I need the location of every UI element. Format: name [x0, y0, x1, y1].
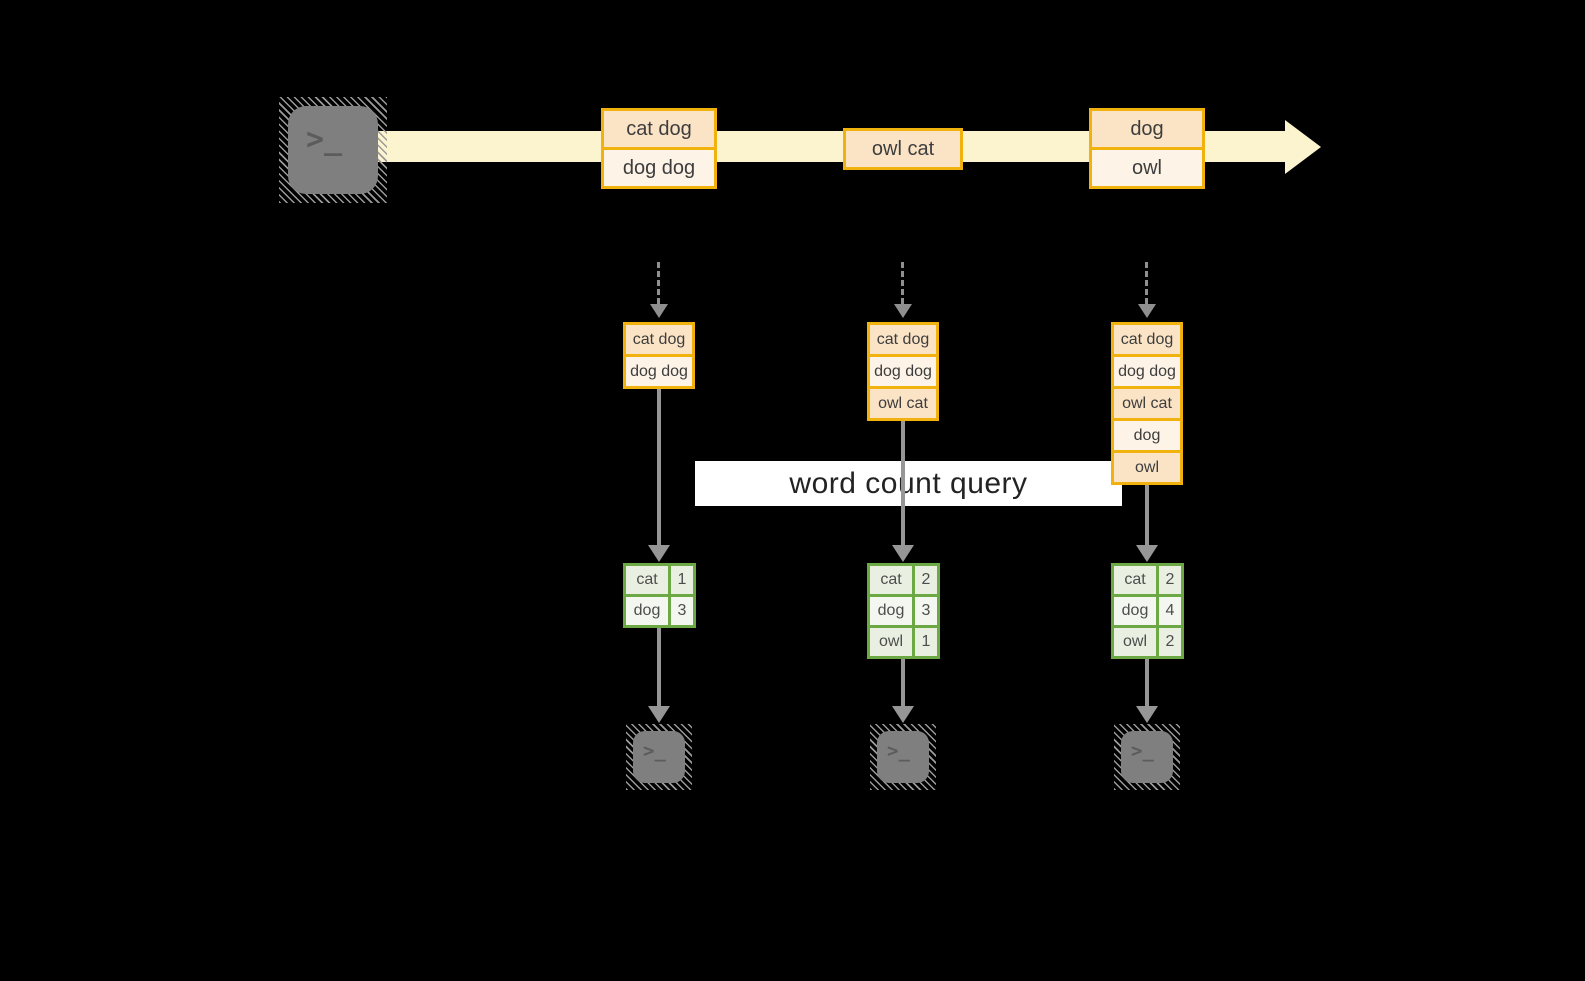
output-arrow-shaft	[1145, 659, 1149, 707]
buffer-stack-2: cat dog dog dog owl cat	[867, 322, 939, 421]
terminal-screen: >_	[877, 731, 929, 783]
stream-event-record: dog	[1092, 111, 1202, 147]
shell-prompt-icon: >_	[306, 122, 343, 157]
stream-timeline-arrowhead-icon	[1285, 120, 1321, 174]
count-value: 3	[671, 597, 693, 625]
count-word: owl	[870, 628, 912, 656]
terminal-sink-icon: >_	[626, 724, 692, 790]
buffer-stack-3: cat dog dog dog owl cat dog owl	[1111, 322, 1183, 485]
count-row: dog 4	[1114, 597, 1181, 625]
terminal-screen: >_	[1121, 731, 1173, 783]
count-row: dog 3	[626, 597, 693, 625]
count-word: cat	[626, 566, 668, 594]
count-value: 1	[671, 566, 693, 594]
ingest-arrowhead-icon	[650, 304, 668, 318]
ingest-arrow-shaft	[1145, 262, 1148, 304]
query-arrowhead-icon	[892, 545, 914, 562]
output-arrowhead-icon	[648, 706, 670, 723]
ingest-arrow-shaft	[657, 262, 660, 304]
output-arrow-shaft	[657, 628, 661, 707]
query-arrow-shaft	[657, 389, 661, 546]
stream-event-record: owl	[1092, 150, 1202, 186]
buffered-record: dog	[1114, 421, 1180, 450]
buffered-record: cat dog	[626, 325, 692, 354]
query-arrowhead-icon	[1136, 545, 1158, 562]
shell-prompt-icon: >_	[1131, 740, 1154, 762]
count-value: 2	[1159, 628, 1181, 656]
word-count-table-3: cat 2 dog 4 owl 2	[1111, 563, 1184, 659]
count-word: dog	[1114, 597, 1156, 625]
buffered-record: cat dog	[870, 325, 936, 354]
query-arrow-shaft	[1145, 483, 1149, 546]
terminal-source-icon: >_	[279, 97, 387, 203]
ingest-arrowhead-icon	[894, 304, 912, 318]
count-row: owl 1	[870, 628, 937, 656]
shell-prompt-icon: >_	[643, 740, 666, 762]
terminal-screen: >_	[633, 731, 685, 783]
count-word: dog	[870, 597, 912, 625]
count-row: owl 2	[1114, 628, 1181, 656]
word-count-table-1: cat 1 dog 3	[623, 563, 696, 628]
output-arrow-shaft	[901, 659, 905, 707]
stream-event-record: cat dog	[604, 111, 714, 147]
buffered-record: dog dog	[1114, 357, 1180, 386]
query-arrowhead-icon	[648, 545, 670, 562]
word-count-table-2: cat 2 dog 3 owl 1	[867, 563, 940, 659]
count-row: cat 2	[1114, 566, 1181, 594]
count-word: dog	[626, 597, 668, 625]
count-word: owl	[1114, 628, 1156, 656]
count-value: 3	[915, 597, 937, 625]
count-value: 2	[1159, 566, 1181, 594]
query-banner-label: word count query	[789, 466, 1028, 500]
output-arrowhead-icon	[1136, 706, 1158, 723]
ingest-arrowhead-icon	[1138, 304, 1156, 318]
output-arrowhead-icon	[892, 706, 914, 723]
terminal-screen: >_	[288, 106, 378, 194]
count-word: cat	[1114, 566, 1156, 594]
buffered-record: dog dog	[870, 357, 936, 386]
buffered-record: owl	[1114, 453, 1180, 482]
stream-event-record: owl cat	[846, 131, 960, 167]
buffered-record: cat dog	[1114, 325, 1180, 354]
count-row: dog 3	[870, 597, 937, 625]
query-arrow-shaft	[901, 419, 905, 546]
buffered-record: owl cat	[1114, 389, 1180, 418]
count-word: cat	[870, 566, 912, 594]
query-banner: word count query	[695, 461, 1122, 506]
terminal-sink-icon: >_	[1114, 724, 1180, 790]
ingest-arrow-shaft	[901, 262, 904, 304]
buffer-stack-1: cat dog dog dog	[623, 322, 695, 389]
shell-prompt-icon: >_	[887, 740, 910, 762]
count-value: 4	[1159, 597, 1181, 625]
stream-event-record: dog dog	[604, 150, 714, 186]
count-value: 2	[915, 566, 937, 594]
count-row: cat 2	[870, 566, 937, 594]
stream-event-batch-2: owl cat	[843, 128, 963, 170]
count-value: 1	[915, 628, 937, 656]
count-row: cat 1	[626, 566, 693, 594]
buffered-record: owl cat	[870, 389, 936, 418]
terminal-sink-icon: >_	[870, 724, 936, 790]
buffered-record: dog dog	[626, 357, 692, 386]
